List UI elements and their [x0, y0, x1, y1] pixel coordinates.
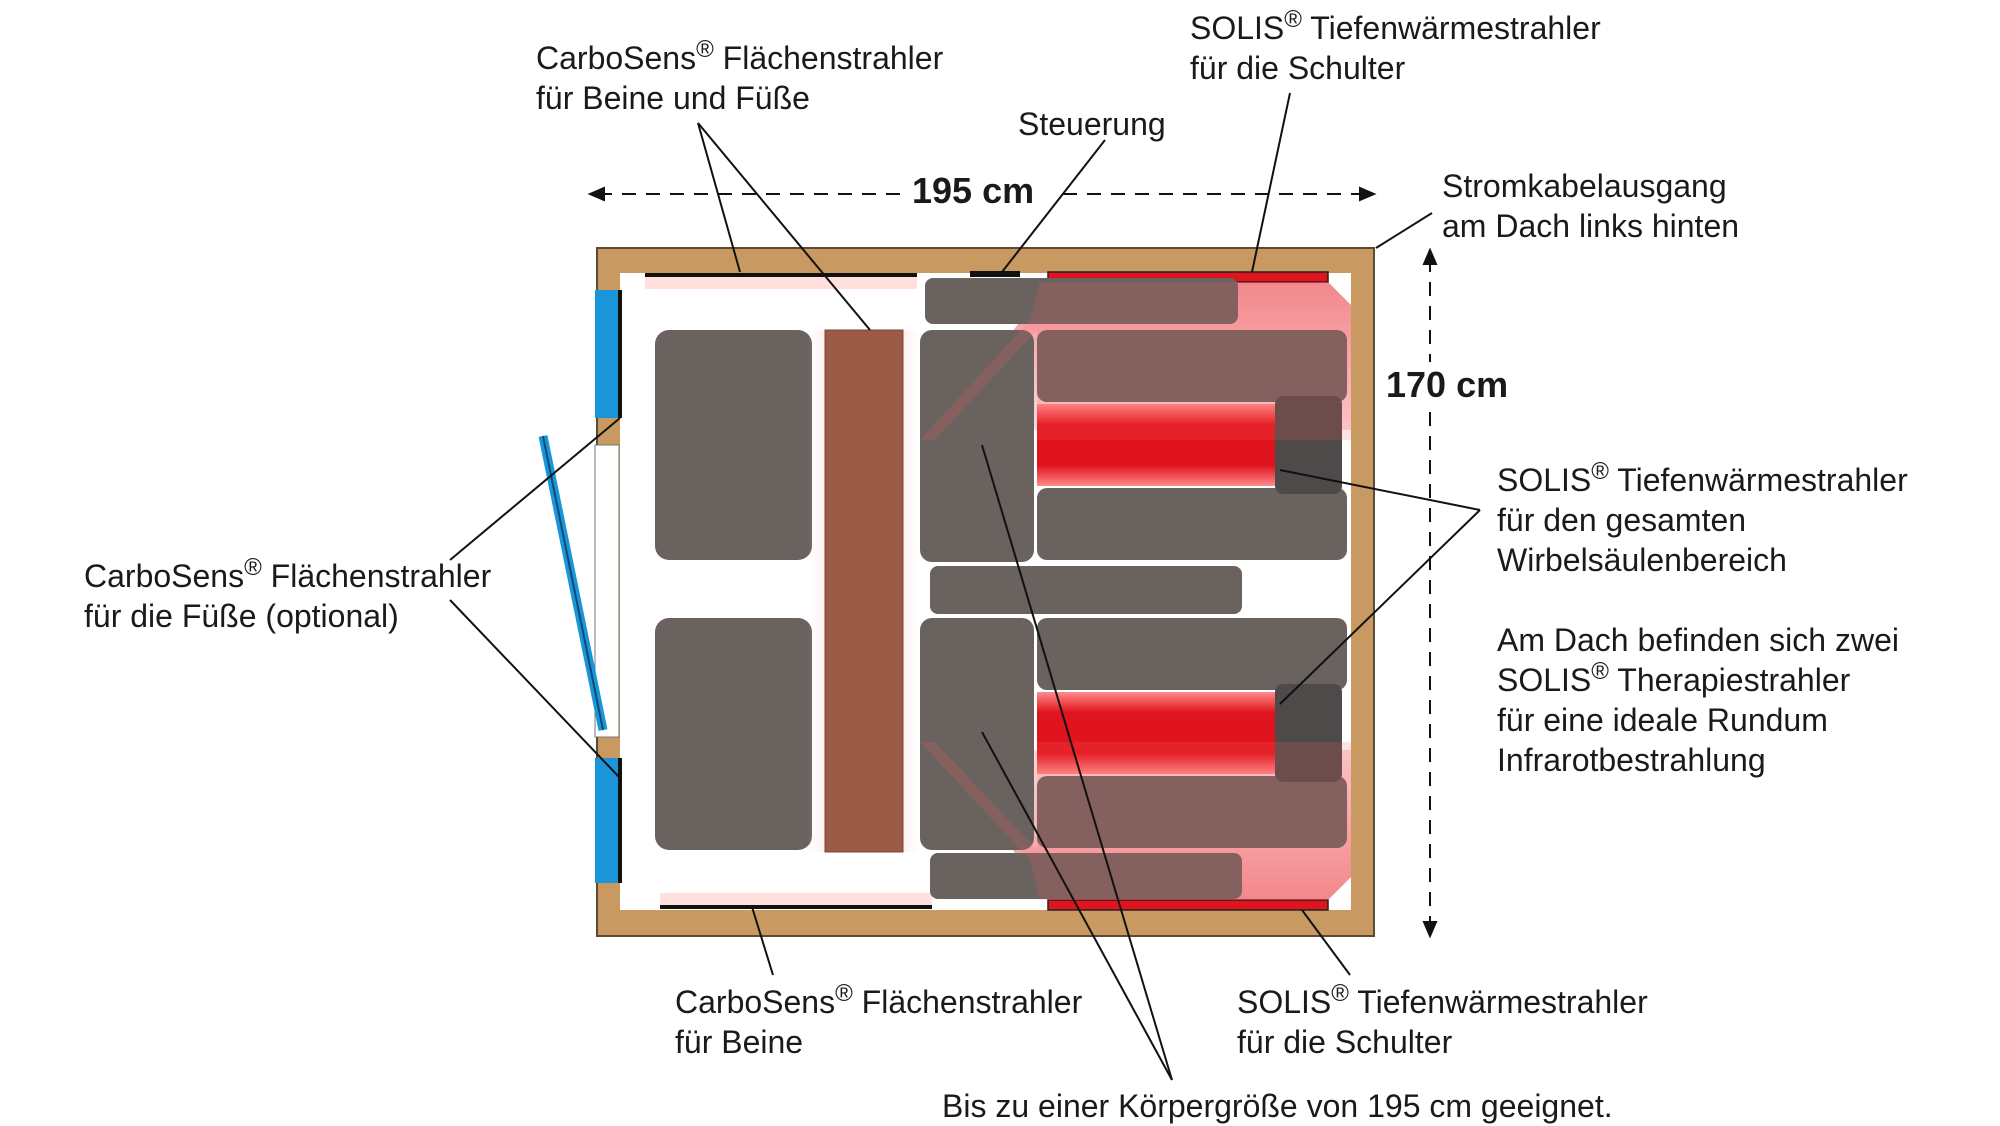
- leader-carbo-legs-feet-a: [697, 122, 741, 273]
- label-carbo-legs: CarboSens® Flächenstrahler für Beine: [675, 980, 1083, 1061]
- carbo-wall-glow-top: [645, 275, 917, 289]
- glass-door-edge: [542, 435, 604, 731]
- leader-lines: [449, 92, 1481, 1081]
- leader-body-size-b: [981, 731, 1173, 1081]
- label-body-size: Bis zu einer Körpergröße von 195 cm geei…: [942, 1088, 1613, 1124]
- bench-pad-seat-2: [1037, 488, 1347, 560]
- depth-dimension-arrow: [1422, 247, 1438, 939]
- bench-pad-back-top: [920, 330, 1034, 562]
- label-power-cable: Stromkabelausgang am Dach links hinten: [1442, 168, 1740, 244]
- leader-solis-shoulder-bottom: [1301, 909, 1351, 976]
- leader-solis-shoulder-top: [1251, 92, 1291, 273]
- head-pad-bottom: [1275, 684, 1342, 782]
- leader-carbo-feet-b: [449, 599, 621, 779]
- leader-steuerung: [1001, 139, 1106, 273]
- label-roof-note: Am Dach befinden sich zwei SOLIS® Therap…: [1497, 622, 1899, 778]
- label-carbo-legs-feet: CarboSens® Flächenstrahler für Beine und…: [536, 36, 944, 117]
- carbo-floor-panel: [824, 329, 904, 853]
- label-solis-spine: SOLIS® Tiefenwärmestrahler für den gesam…: [1497, 458, 1908, 579]
- solis-beam-top-overlay: [920, 282, 1351, 440]
- bench-pad-left-top: [655, 330, 812, 560]
- label-carbo-feet-optional: CarboSens® Flächenstrahler für die Füße …: [84, 554, 492, 635]
- carbo-foot-panel-bottom: [595, 758, 619, 883]
- width-label: 195 cm: [912, 170, 1035, 211]
- control-unit: [970, 271, 1020, 277]
- leader-power-cable: [1375, 212, 1433, 249]
- solis-beam-bottom-overlay: [920, 742, 1351, 900]
- depth-label: 170 cm: [1386, 364, 1509, 405]
- bench-pad-top-strip: [925, 278, 1238, 324]
- solis-wall-radiator-bottom: [1047, 899, 1329, 911]
- leader-solis-spine-a: [1279, 469, 1481, 511]
- bench-pad-mid-strip: [930, 566, 1242, 614]
- solis-spine-radiator-top: [1037, 404, 1275, 486]
- bench-pad-seat-1: [1037, 330, 1347, 402]
- label-solis-shoulder-bottom: SOLIS® Tiefenwärmestrahler für die Schul…: [1237, 980, 1648, 1061]
- label-steuerung: Steuerung: [1018, 106, 1166, 142]
- carbo-wall-glow-bottom: [660, 893, 932, 907]
- carbo-foot-panel-top: [595, 290, 619, 418]
- width-dimension-arrow: [587, 186, 1377, 202]
- bench-pad-back-bottom: [920, 618, 1034, 850]
- label-solis-shoulder-top: SOLIS® Tiefenwärmestrahler für die Schul…: [1190, 6, 1601, 87]
- head-pad-top: [1275, 396, 1342, 494]
- bench-pad-seat-3: [1037, 618, 1347, 690]
- leader-carbo-legs-feet-b: [697, 122, 871, 331]
- leader-carbo-feet-a: [449, 417, 621, 561]
- leader-body-size-a: [981, 444, 1173, 1081]
- bench-pad-left-bottom: [655, 618, 812, 850]
- bench-pad-seat-4: [1037, 776, 1347, 848]
- leader-solis-spine-b: [1279, 509, 1481, 705]
- leader-carbo-legs: [751, 906, 774, 976]
- bench-pad-bottom-strip: [930, 853, 1242, 899]
